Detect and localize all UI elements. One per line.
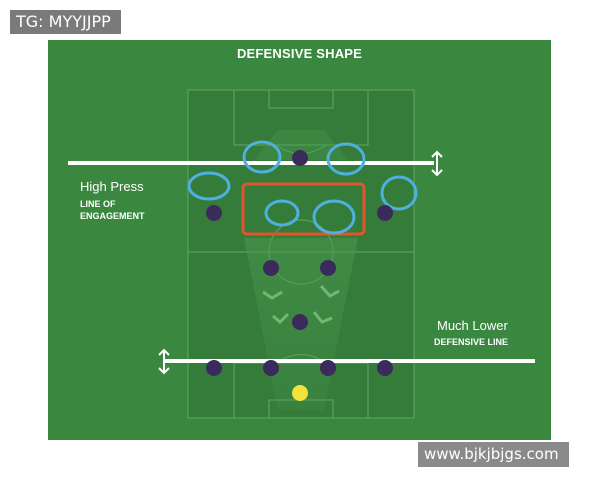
footer-watermark: www.bjkjbjgs.com [418, 442, 569, 467]
player-marker-icon [292, 314, 308, 330]
double-arrow-icon [158, 348, 170, 375]
player-marker-icon [377, 205, 393, 221]
diagram-title: DEFENSIVE SHAPE [236, 46, 363, 61]
pressing-ring-icon [326, 142, 366, 176]
player-marker-icon [320, 260, 336, 276]
line-of-engagement-label: LINE OF ENGAGEMENT [80, 199, 145, 221]
player-marker-icon [206, 360, 222, 376]
pressing-ring-icon [242, 140, 282, 174]
player-marker-icon [263, 360, 279, 376]
pressing-ring-icon [264, 199, 300, 227]
goalkeeper-marker-icon [292, 385, 308, 401]
defensive-line-label: DEFENSIVE LINE [434, 337, 509, 347]
high-press-label: High Press [80, 179, 144, 194]
pitch-diagram [68, 89, 535, 419]
much-lower-label: Much Lower [437, 318, 508, 333]
attacking-players [206, 150, 393, 401]
movement-chevron-icon [262, 284, 340, 325]
top-goal-area [268, 89, 334, 109]
top-funnel [254, 130, 348, 160]
player-marker-icon [206, 205, 222, 221]
player-marker-icon [377, 360, 393, 376]
player-marker-icon [292, 150, 308, 166]
player-marker-icon [320, 360, 336, 376]
pressing-ring-icon [187, 171, 231, 201]
double-arrow-icon [431, 150, 443, 177]
player-marker-icon [263, 260, 279, 276]
diagram-panel: DEFENSIVE SHAPE High Press LINE OF ENGAG… [48, 40, 551, 440]
pressing-ring-icon [312, 199, 356, 235]
midfield-highlight-box [241, 182, 366, 236]
header-tag: TG: MYYJJPP [10, 10, 121, 34]
pressing-ring-icon [380, 175, 418, 211]
